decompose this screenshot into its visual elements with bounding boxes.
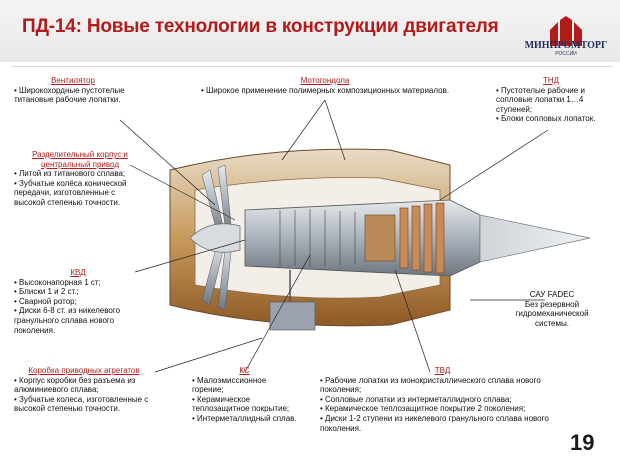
label-lpt: ТНД • Пустотелые рабочие и сопловые лопа… xyxy=(496,76,606,124)
logo-name: МИНПРОМТОРГ xyxy=(524,40,608,51)
label-fadec-item: Без резервной гидромеханической системы. xyxy=(515,299,589,328)
label-lpt-item-2: • Блоки сопловых лопаток. xyxy=(496,114,596,124)
label-combustor-heading: КС xyxy=(239,366,250,375)
label-splitter-item-1: • Литой из титанового сплава; xyxy=(14,169,126,179)
label-splitter-item-2: • Зубчатые колёса конической передачи, и… xyxy=(14,178,127,207)
label-gearbox-item-2: • Зубчатые колеса, изготовленные с высок… xyxy=(14,394,149,414)
label-gearbox: Коробка приводных агрегатов • Корпус кор… xyxy=(14,366,154,414)
label-combustor: КС • Малоэмиссионное горение; • Керамиче… xyxy=(192,366,297,424)
label-combustor-item-1: • Малоэмиссионное горение; xyxy=(192,375,267,395)
slide-header: ПД-14: Новые технологии в конструкции дв… xyxy=(0,0,620,62)
label-fadec: САУ FADEC Без резервной гидромеханическо… xyxy=(500,290,604,328)
label-hpc-item-1: • Высоконапорная 1 ст; xyxy=(14,277,101,287)
header-divider xyxy=(12,66,612,67)
label-nacelle-item: • Широкое применение полимерных композиц… xyxy=(200,85,450,95)
label-splitter-heading: Разделительный корпус и центральный прив… xyxy=(32,150,128,169)
slide-title: ПД-14: Новые технологии в конструкции дв… xyxy=(22,16,499,37)
label-gearbox-heading: Коробка приводных агрегатов xyxy=(28,366,140,375)
label-hpt-item-4: • Диски 1-2 ступени из никелевого гранул… xyxy=(320,413,549,433)
label-nacelle-heading: Мотогондола xyxy=(300,76,350,85)
label-fan: Вентилятор • Широкохордные пустотелые ти… xyxy=(14,76,132,105)
label-lpt-heading: ТНД xyxy=(542,76,560,85)
slide-number: 19 xyxy=(570,430,595,455)
label-hpc-item-4: • Диски 6-8 ст. из никелевого гранульног… xyxy=(14,306,121,335)
minpromtorg-logo-icon xyxy=(550,16,582,46)
label-hpt-item-1: • Рабочие лопатки из монокристаллическог… xyxy=(320,375,541,395)
label-splitter: Разделительный корпус и центральный прив… xyxy=(14,150,146,208)
label-combustor-item-3: • Интерметаллидный сплав. xyxy=(192,413,297,423)
label-lpt-item-1: • Пустотелые рабочие и сопловые лопатки … xyxy=(496,85,585,114)
label-combustor-item-2: • Керамическое теплозащитное покрытие; xyxy=(192,394,290,414)
label-hpc-item-2: • Блиски 1 и 2 ст.; xyxy=(14,287,79,297)
label-fadec-heading: САУ FADEC xyxy=(529,290,575,299)
engine-cutaway-illustration xyxy=(169,148,591,331)
label-hpt-item-3: • Керамическое теплозащитное покрытие 2 … xyxy=(320,404,526,414)
label-gearbox-item-1: • Корпус коробки без разъема из алюминие… xyxy=(14,375,136,395)
label-hpc-item-3: • Сварной ротор; xyxy=(14,296,77,306)
logo-subtitle: РОССИИ xyxy=(555,51,577,57)
label-hpc: КВД • Высоконапорная 1 ст; • Блиски 1 и … xyxy=(14,268,142,335)
label-nacelle: Мотогондола • Широкое применение полимер… xyxy=(165,76,485,95)
label-hpt-item-2: • Сопловые лопатки из интерметаллидного … xyxy=(320,394,512,404)
label-fan-item: • Широкохордные пустотелые титановые раб… xyxy=(14,85,125,105)
label-hpt-heading: ТВД xyxy=(434,366,451,375)
label-fan-heading: Вентилятор xyxy=(51,76,95,85)
label-hpc-heading: КВД xyxy=(70,268,86,277)
label-hpt: ТВД • Рабочие лопатки из монокристалличе… xyxy=(320,366,565,433)
